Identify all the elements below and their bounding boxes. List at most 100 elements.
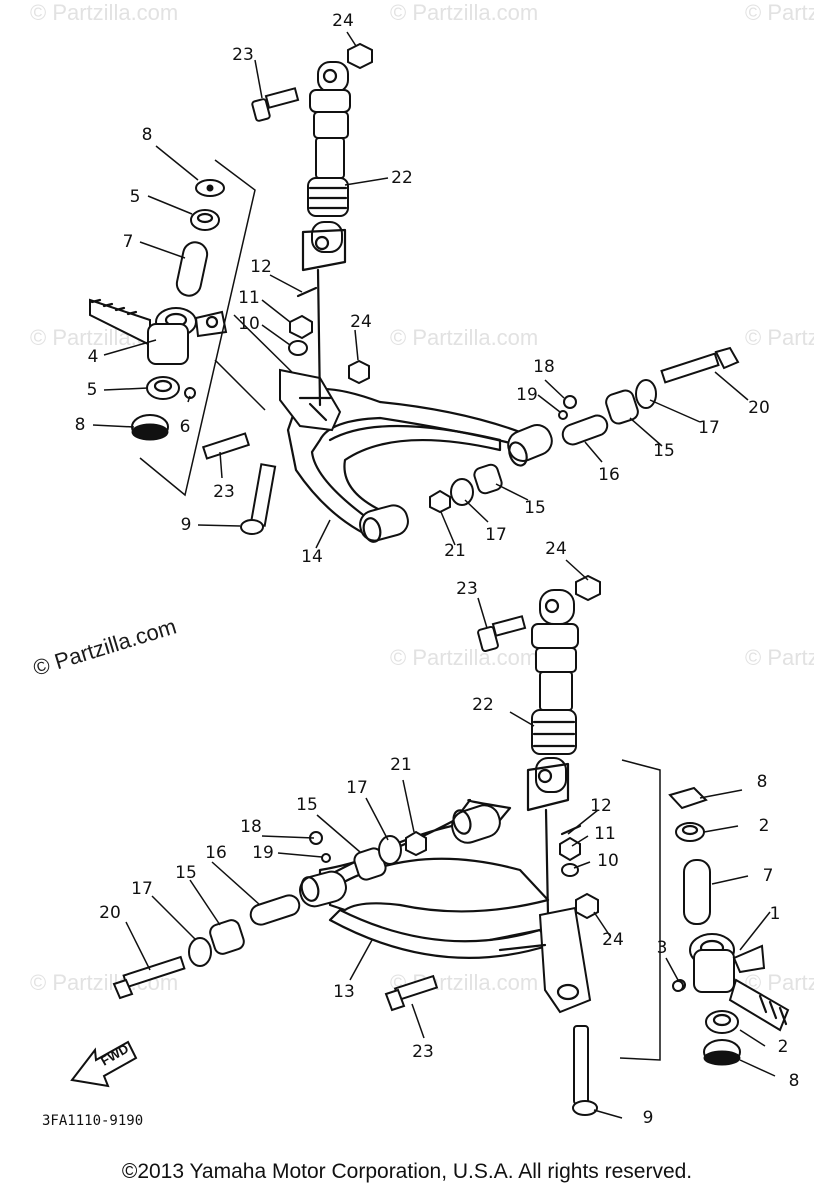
- top-assembly: [89, 42, 740, 543]
- shock-absorber-top: [301, 61, 351, 272]
- watermark: © Partzilla.com: [390, 0, 538, 25]
- callout-label: 23: [412, 1042, 434, 1062]
- bottom-assembly: FWD 3FA1110-9190: [42, 574, 790, 1129]
- diagram-code: 3FA1110-9190: [42, 1113, 143, 1129]
- nut-21: [429, 489, 451, 514]
- bushing-15d: [209, 919, 245, 955]
- callout-label: 24: [332, 11, 354, 31]
- callout-label: 21: [390, 755, 412, 775]
- assembly-line: [139, 159, 301, 497]
- leader-lines: [92, 31, 776, 1119]
- callout-label: 2: [759, 816, 770, 836]
- collar-16: [561, 414, 609, 446]
- callout-label: 10: [597, 851, 619, 871]
- forward-arrow: FWD: [70, 1040, 138, 1088]
- washer-10b: [561, 863, 579, 877]
- nut-11: [289, 314, 313, 340]
- watermark: © Partzilla.com: [745, 645, 814, 670]
- callout-label: 2: [778, 1037, 789, 1057]
- callout-label: 12: [590, 796, 612, 816]
- nut-21b: [405, 830, 427, 857]
- washer-19: [558, 410, 568, 420]
- callouts-top: 24 23 22 8 5 7 12 11 10 24 4 5 8 6 18 19…: [75, 11, 770, 567]
- callout-label: 6: [180, 417, 191, 437]
- callout-label: 19: [516, 385, 538, 405]
- shock-absorber-bottom: [526, 589, 579, 917]
- callout-label: 11: [594, 824, 616, 844]
- nut-24b: [348, 359, 370, 385]
- washer-17d: [188, 937, 212, 967]
- nut-24d: [575, 892, 599, 920]
- bolt-20: [660, 352, 720, 384]
- bolt-23c: [477, 615, 527, 653]
- watermark: © Partzilla.com: [745, 0, 814, 25]
- callout-label: 8: [789, 1071, 800, 1091]
- collar-16b: [249, 894, 301, 926]
- copyright-notice: ©2013 Yamaha Motor Corporation, U.S.A. A…: [121, 1160, 693, 1183]
- callout-label: 17: [131, 879, 153, 899]
- watermark: © Partzilla.com: [30, 0, 178, 25]
- callout-label: 10: [238, 314, 260, 334]
- callout-label: 9: [181, 515, 192, 535]
- nut-11b: [559, 836, 581, 862]
- nut-24c: [575, 574, 601, 602]
- callout-label: 23: [232, 45, 254, 65]
- washer-10: [288, 340, 308, 356]
- bolt-23b: [201, 432, 251, 460]
- callout-label: 5: [87, 380, 98, 400]
- washer-19b: [321, 853, 331, 863]
- bushing-15b: [473, 463, 503, 495]
- callout-label: 15: [175, 863, 197, 883]
- bolt-9b: [573, 1025, 589, 1105]
- callout-label: 21: [444, 541, 466, 561]
- callout-label: 17: [346, 778, 368, 798]
- steering-knuckle-1: [619, 759, 790, 1066]
- callout-label: 5: [130, 187, 141, 207]
- watermark: © Partzilla.com: [390, 645, 538, 670]
- callout-label: 20: [99, 903, 121, 923]
- callout-label: 3: [657, 938, 668, 958]
- callout-label: 13: [333, 982, 355, 1002]
- callout-label: 4: [88, 347, 99, 367]
- callout-label: 7: [123, 232, 134, 252]
- callout-label: 20: [748, 398, 770, 418]
- washer-17c: [378, 835, 402, 865]
- bolt-23: [251, 87, 300, 122]
- callout-label: 1: [770, 904, 781, 924]
- watermark-prominent: © Partzilla.com: [30, 614, 179, 681]
- callout-label: 16: [598, 465, 620, 485]
- nut-3: [672, 980, 684, 992]
- nut-24: [347, 42, 373, 70]
- callout-label: 23: [456, 579, 478, 599]
- bolt-9: [249, 463, 277, 527]
- callout-label: 22: [391, 168, 413, 188]
- callout-label: 12: [250, 257, 272, 277]
- nut-18: [563, 395, 577, 409]
- watermark: © Partzilla.com: [390, 325, 538, 350]
- callout-label: 17: [698, 418, 720, 438]
- callout-label: 11: [238, 288, 260, 308]
- callout-label: 15: [653, 441, 675, 461]
- callout-label: 24: [602, 930, 624, 950]
- callout-label: 23: [213, 482, 235, 502]
- callout-label: 8: [142, 125, 153, 145]
- callout-label: 7: [763, 866, 774, 886]
- bushing-15: [605, 389, 639, 425]
- cotter-pin-12: [296, 286, 318, 298]
- callout-label: 22: [472, 695, 494, 715]
- callout-label: 24: [545, 539, 567, 559]
- callout-label: 9: [643, 1108, 654, 1128]
- callout-label: 18: [533, 357, 555, 377]
- washer-17: [635, 379, 657, 409]
- callout-label: 14: [301, 547, 323, 567]
- washer-17b: [450, 478, 474, 506]
- callout-label: 15: [296, 795, 318, 815]
- callout-label: 19: [252, 843, 274, 863]
- callout-label: 24: [350, 312, 372, 332]
- callouts-bottom: 24 23 22 8 2 7 1 21 17 15 18 19 16 15 17…: [99, 539, 799, 1128]
- callout-label: 8: [757, 772, 768, 792]
- callout-label: 16: [205, 843, 227, 863]
- callout-label: 17: [485, 525, 507, 545]
